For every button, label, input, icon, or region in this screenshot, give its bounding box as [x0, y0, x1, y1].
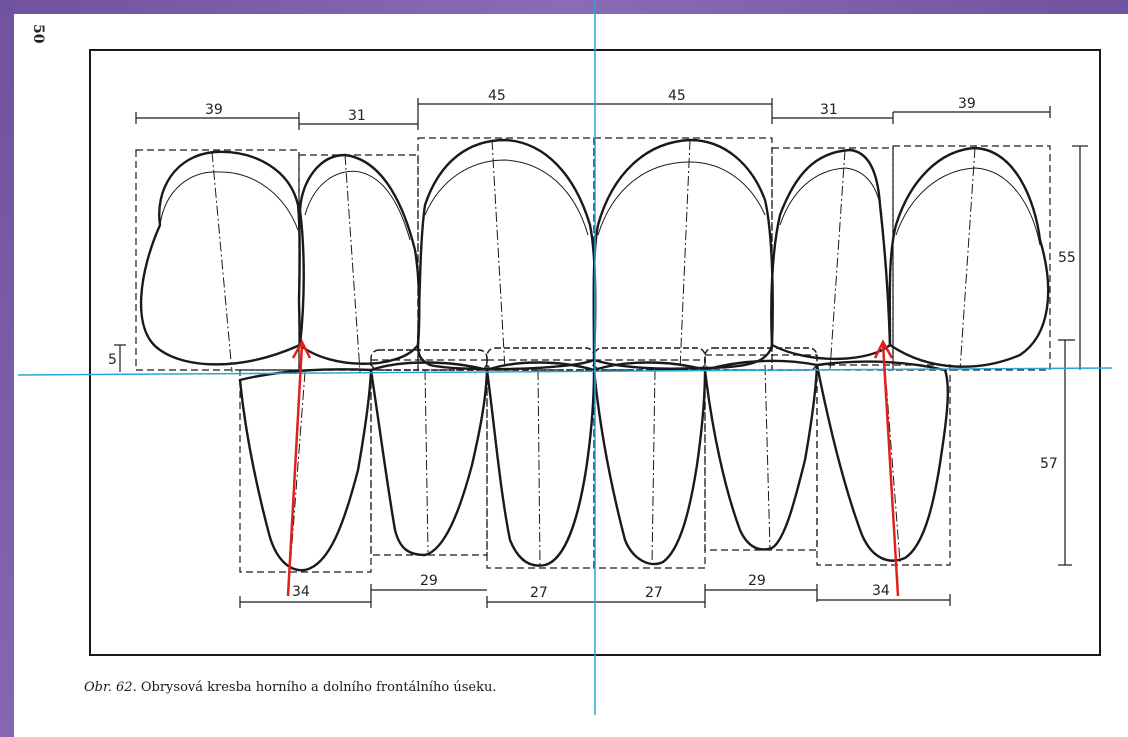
- lower-incisal-tabs: [370, 347, 818, 371]
- overlap-label: 5: [108, 352, 117, 368]
- lower-tooth-boxes: [239, 354, 951, 573]
- upper-height-label: 55: [1058, 250, 1076, 266]
- upper-width-label: 31: [820, 102, 838, 118]
- right-contact-arrow: [881, 343, 900, 597]
- height-dimension-lines: [114, 145, 1088, 566]
- lower-height-label: 57: [1040, 456, 1058, 472]
- upper-width-label: 45: [488, 88, 506, 104]
- figure-label: Obr. 62.: [84, 680, 137, 695]
- frame-top-bar: [0, 0, 1128, 14]
- left-contact-arrow: [286, 343, 304, 597]
- frame-left-bar: [0, 0, 14, 737]
- upper-width-label: 39: [205, 102, 223, 118]
- lower-width-label: 34: [292, 584, 310, 600]
- lower-width-label: 34: [872, 583, 890, 599]
- tooth-axes: [211, 139, 976, 571]
- lower-width-label: 27: [530, 585, 548, 601]
- lower-dimension-lines: [239, 584, 951, 608]
- upper-width-label: 39: [958, 96, 976, 112]
- caption-text: Obrysová kresba horního a dolního frontá…: [140, 680, 497, 695]
- right-arrow-head: [873, 339, 894, 359]
- left-arrow-head: [291, 339, 312, 359]
- occlusal-plane-line: [17, 367, 1113, 376]
- upper-width-label: 45: [668, 88, 686, 104]
- upper-inner-contours: [159, 159, 1041, 246]
- lower-width-label: 29: [748, 573, 766, 589]
- upper-dimension-lines: [135, 98, 1051, 130]
- figure-caption: Obr. 62. Obrysová kresba horního a dolní…: [84, 680, 496, 695]
- page-sheet: [14, 14, 1128, 737]
- upper-width-label: 31: [348, 108, 366, 124]
- lower-tooth-outlines: [238, 359, 950, 572]
- lower-width-label: 29: [420, 573, 438, 589]
- lower-width-label: 27: [645, 585, 663, 601]
